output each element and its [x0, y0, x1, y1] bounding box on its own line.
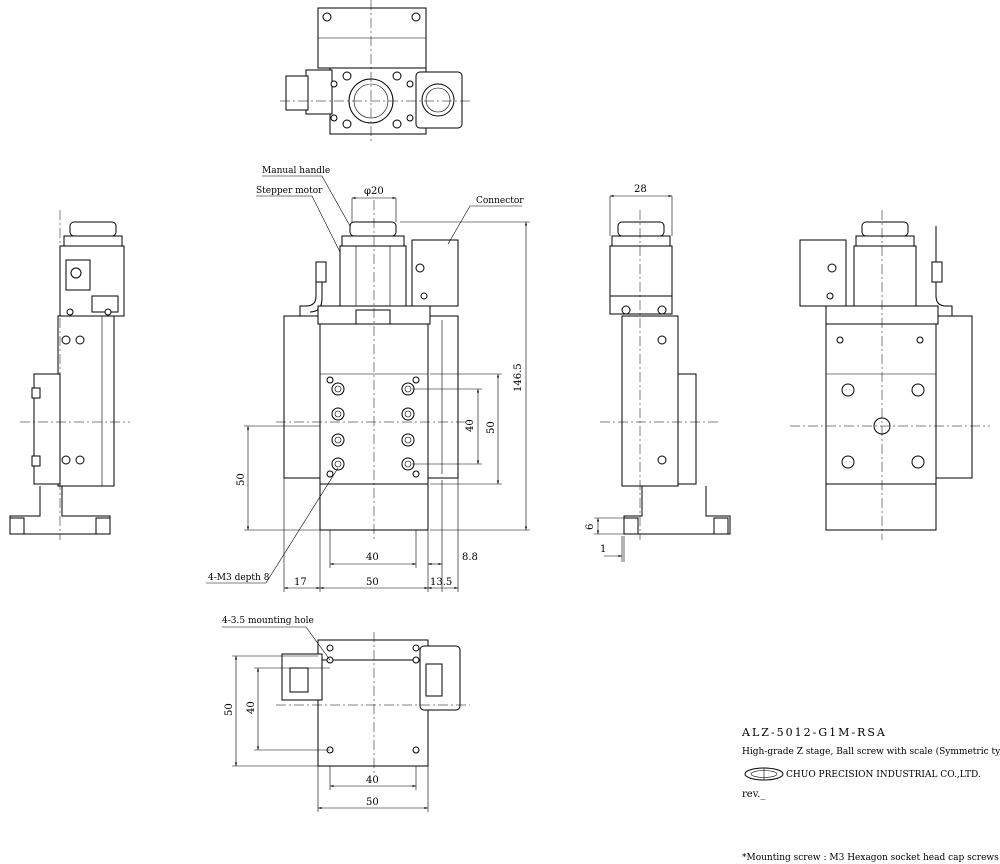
dim-17: 17 — [294, 577, 307, 588]
dim-top-50: 50 — [224, 703, 235, 716]
dim-1: 1 — [600, 544, 606, 555]
dim-13-5: 13.5 — [430, 577, 452, 588]
dim-40-bottom: 40 — [366, 552, 379, 563]
dim-28: 28 — [634, 184, 647, 195]
callout-manual-handle: Manual handle — [262, 166, 330, 176]
callout-mounting-hole: 4-3.5 mounting hole — [222, 616, 314, 626]
top-view — [280, 0, 470, 144]
dim-top-40-bottom: 40 — [366, 775, 379, 786]
dim-50-bottom: 50 — [366, 577, 379, 588]
dimensions-layer — [232, 194, 673, 812]
left-side-view — [9, 210, 130, 540]
callout-stepper-motor: Stepper motor — [256, 186, 323, 196]
mounting-screw-note: *Mounting screw : M3 Hexagon socket head… — [742, 852, 1000, 863]
revision-label: rev._ — [742, 789, 765, 800]
dim-6: 6 — [585, 524, 596, 530]
back-view — [790, 210, 990, 540]
dim-8-8: 8.8 — [462, 552, 478, 563]
model-number: ALZ-5012-G1M-RSA — [741, 726, 887, 739]
dim-40-inner: 40 — [465, 419, 476, 432]
leader-lines — [206, 175, 522, 661]
bottom-view — [276, 632, 470, 776]
dim-phi20: φ20 — [364, 186, 384, 197]
company-logo — [744, 767, 784, 781]
dim-top-40: 40 — [246, 701, 257, 714]
dim-50-inner: 50 — [486, 421, 497, 434]
dim-50-left: 50 — [236, 473, 247, 486]
title-block: ALZ-5012-G1M-RSA High-grade Z stage, Bal… — [741, 726, 1000, 863]
callout-m3-depth: 4-M3 depth 8 — [208, 573, 270, 583]
model-description: High-grade Z stage, Ball screw with scal… — [742, 746, 1000, 757]
callout-connector: Connector — [476, 196, 524, 206]
right-side-view — [600, 210, 731, 540]
dim-top-50-bottom: 50 — [366, 797, 379, 808]
dim-146-5: 146.5 — [513, 363, 524, 392]
front-view — [276, 200, 470, 540]
company-name: CHUO PRECISION INDUSTRIAL CO.,LTD. — [786, 770, 981, 780]
